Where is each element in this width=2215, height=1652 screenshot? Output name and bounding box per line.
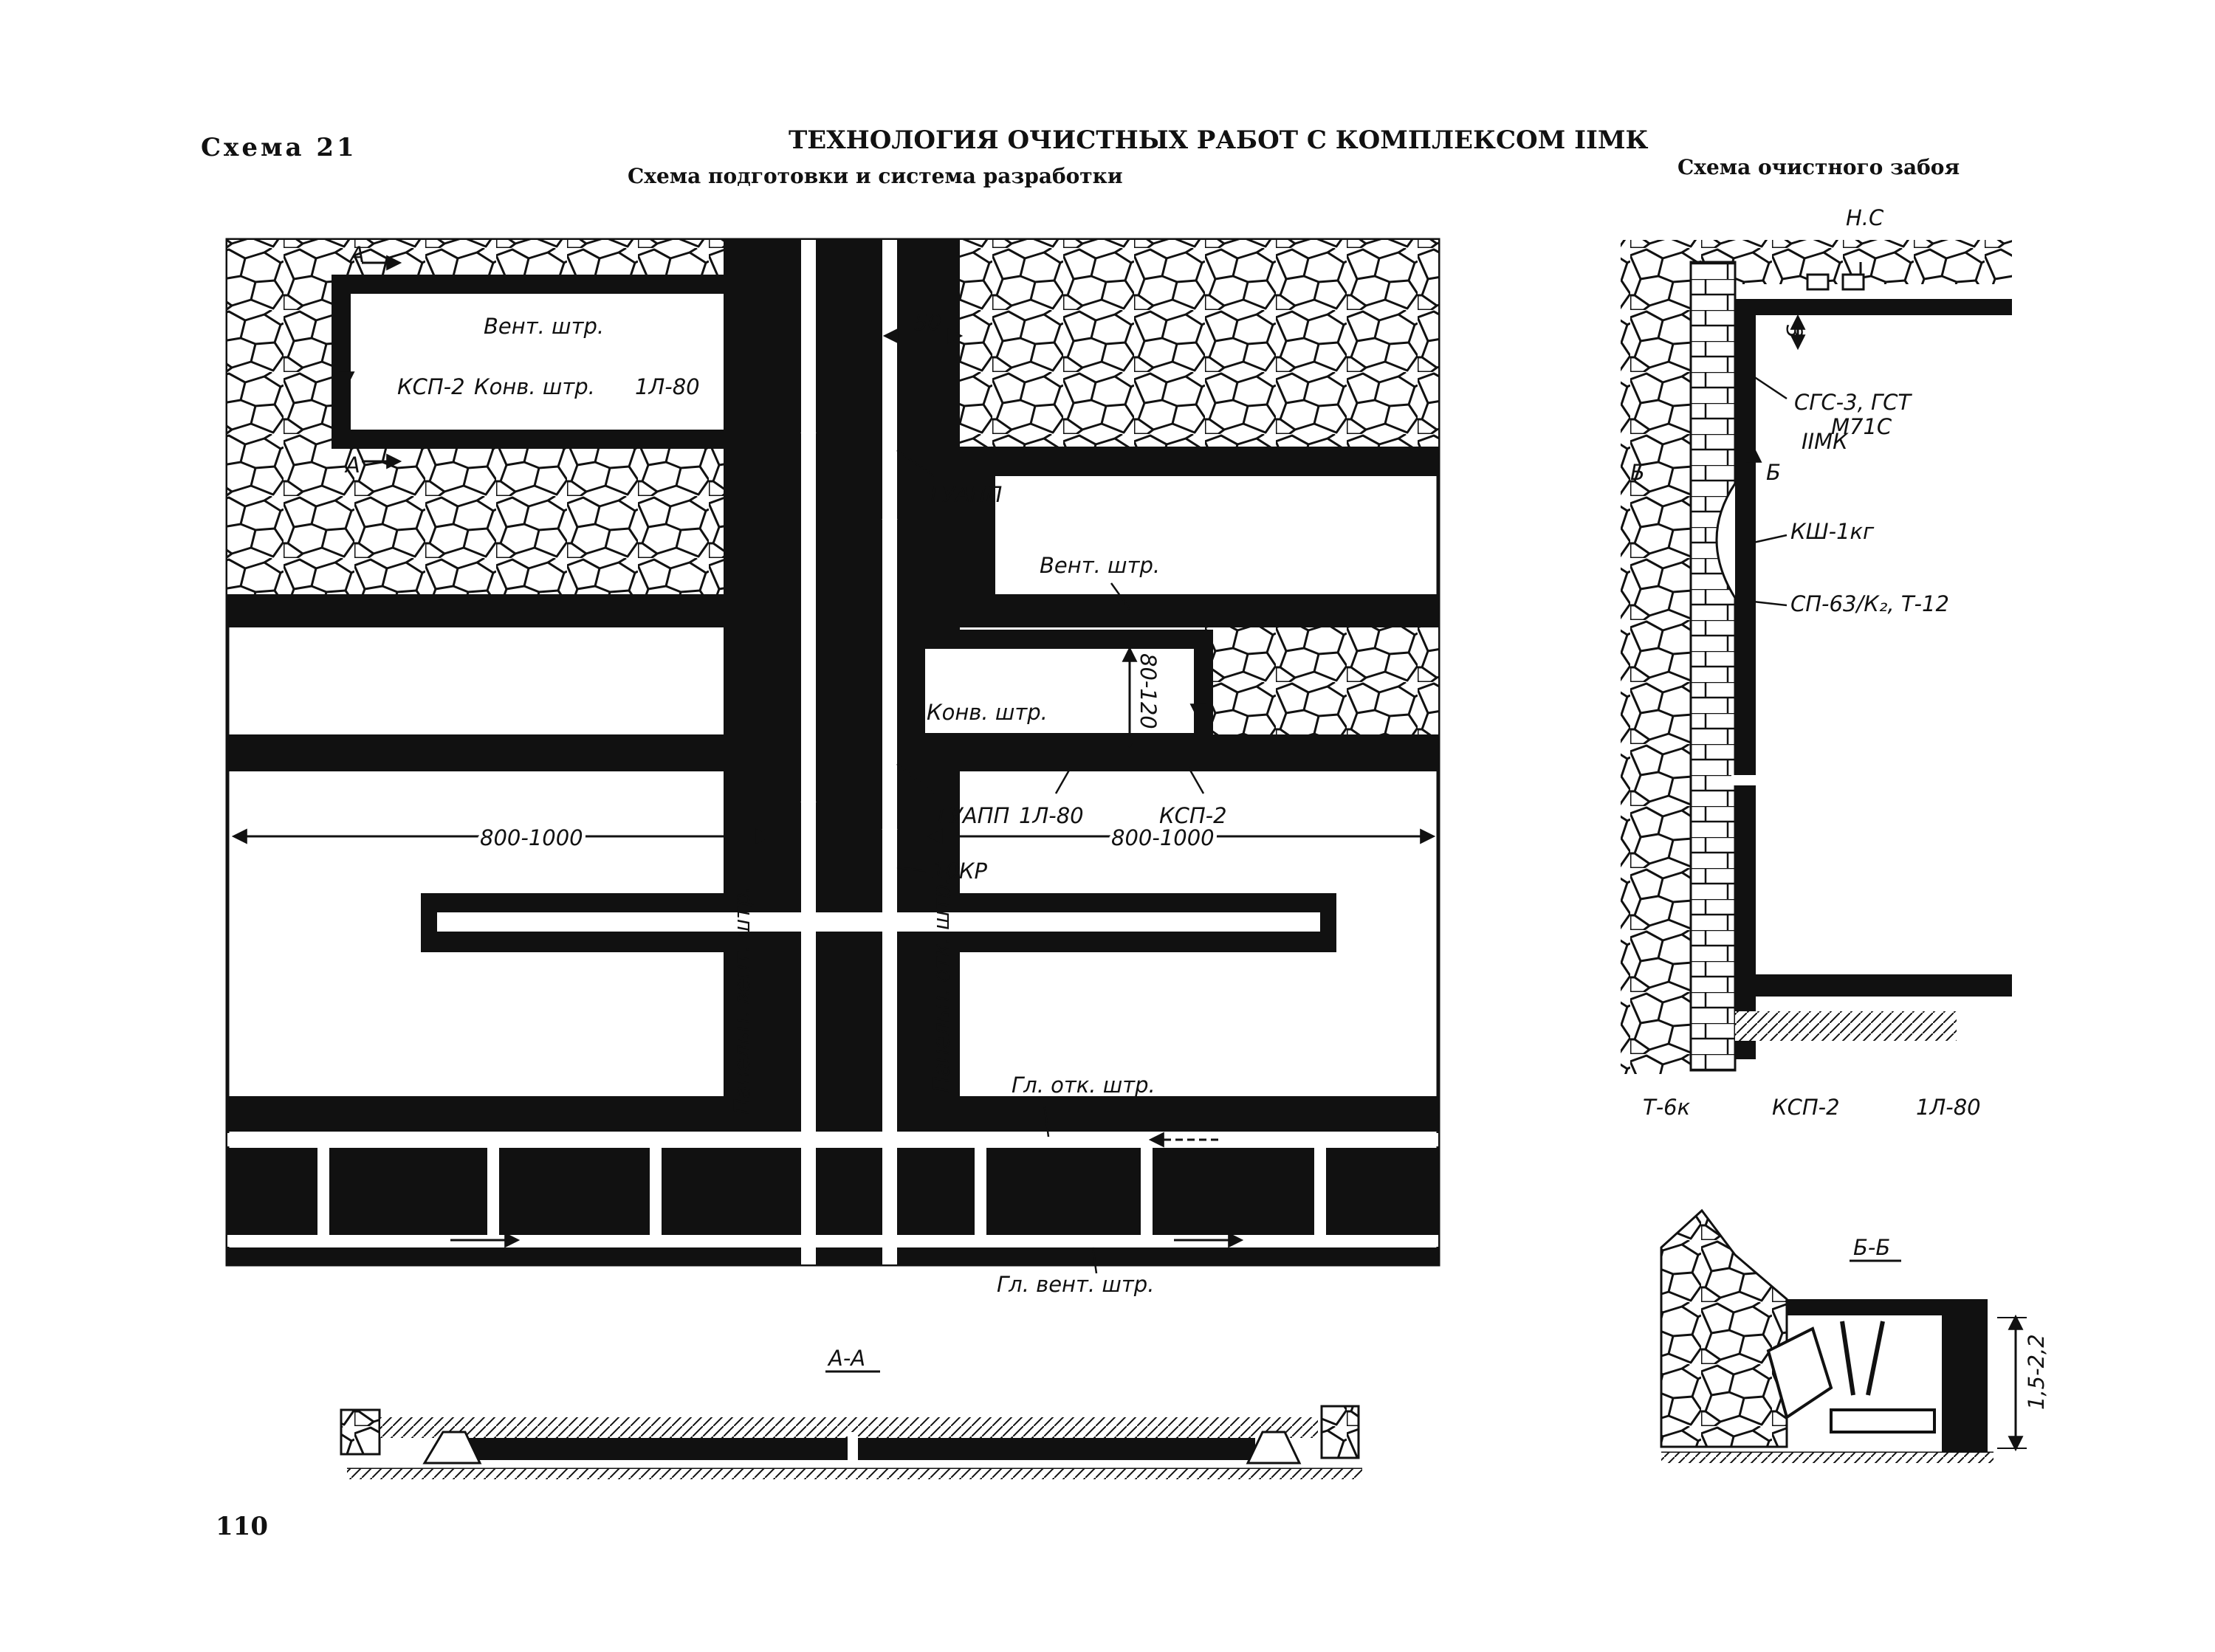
page-number: 110: [216, 1512, 268, 1541]
airflow-arrows: [339, 325, 1244, 1248]
roadway-bottom: [227, 1133, 1438, 1146]
label-m71c: М71С: [1831, 414, 1892, 439]
label-dim-80-120: 80-120: [1136, 653, 1161, 729]
face-top-drift: [1735, 299, 2012, 315]
label-dim-right: 800-1000: [1111, 825, 1215, 850]
cross-drift-inner: [437, 912, 1320, 932]
roadway-left: [801, 240, 816, 1264]
label-b-left: Б: [1630, 460, 1645, 485]
face-bottom-drift: [1756, 974, 2012, 997]
label-ksp2-top: КСП-2: [397, 374, 465, 399]
label-l80-top: 1Л-80: [635, 374, 700, 399]
face-line: [1735, 299, 1756, 1059]
label-sgs: СГС-3, ГСТ: [1794, 390, 1912, 415]
label-dim-50: 50: [914, 310, 941, 335]
label-ksp2-mid: КСП-2: [1159, 803, 1227, 828]
leader-lines: [896, 449, 1205, 1274]
label-ksh: КШ-1кг: [1790, 519, 1875, 544]
label-gl-otk: Гл. отк. штр.: [1012, 1073, 1155, 1098]
main-vent-drift: [227, 1247, 1438, 1264]
subtitle-preparation: Схема подготовки и система разработки: [628, 164, 1123, 188]
face-rock-left: [1621, 240, 1691, 1074]
label-ns: Н.С: [1846, 205, 1884, 230]
main-title: ТЕХНОЛОГИЯ ОЧИСТНЫХ РАБОТ С КОМПЛЕКСОМ I…: [789, 125, 1649, 155]
subtitle-face: Схема очистного забоя: [1677, 155, 1960, 179]
section-aa: А-А: [340, 1346, 1362, 1479]
roadway-vent: [227, 1235, 1438, 1247]
section-bb-title: Б-Б: [1853, 1235, 1890, 1260]
label-face-ksp2: КСП-2: [1772, 1095, 1840, 1120]
drift-middle-full: [227, 734, 1438, 771]
label-b-right: Б: [1766, 460, 1781, 485]
dimension-lines: [231, 255, 1436, 844]
label-panel-vent: Панельн. вент. штр.: [729, 886, 755, 1115]
label-gl-vent: Гл. вент. штр.: [997, 1272, 1154, 1297]
label-face-l80: 1Л-80: [1916, 1095, 1981, 1120]
pillar-right-upper: [916, 476, 995, 598]
panel-mid-right: [906, 630, 1213, 752]
label-guapp-mid: ГУАПП: [938, 803, 1009, 828]
face-brick-column: [1689, 261, 1737, 1072]
label-a-bottom: А: [344, 452, 360, 478]
label-t6k: Т-6к: [1643, 1095, 1691, 1120]
face-scheme: Н.С 3 СГС-3, ГСТ М71С IIМК Б Б КШ-1кг СП…: [1621, 205, 2012, 1120]
main-haulage-drift: [227, 1096, 1438, 1132]
section-bb-dim: 1,5-2,2: [2024, 1334, 2049, 1410]
scheme-number: Схема 21: [201, 133, 357, 162]
label-konv-mid: Конв. штр.: [927, 700, 1048, 725]
roadway-right: [882, 240, 897, 1264]
label-pmk: IIМК: [1802, 429, 1849, 454]
goaf-top-right: [960, 240, 1438, 447]
label-sp63: СП-63/К₂, Т-12: [1790, 591, 1949, 616]
label-dim-left: 800-1000: [480, 825, 583, 850]
drift-right-upper: [960, 447, 1438, 476]
label-10kr: 10КР: [932, 858, 987, 884]
label-konv-top: Конв. штр.: [474, 374, 595, 399]
section-bb: Б-Б 1,5-2,2: [1660, 1208, 2049, 1463]
label-a-top: А: [348, 242, 365, 267]
label-dim-3: 3: [1782, 325, 1807, 338]
label-vent-top: Вент. штр.: [484, 314, 604, 339]
section-aa-title: А-А: [827, 1346, 865, 1371]
pillar-row-bottom: [227, 1148, 1438, 1235]
pillar-gaps: [317, 1148, 1326, 1235]
label-vent-mid: Вент. штр.: [1040, 553, 1160, 578]
label-panel-otk: Панельн. отк. штр.: [929, 878, 954, 1092]
plan-view: А А Вент. штр. КСП-2 Конв. штр. 1Л-80 50…: [225, 238, 1440, 1297]
label-l80-mid: 1Л-80: [1019, 803, 1084, 828]
label-guapp-top: ГУАПП: [930, 482, 1002, 507]
drift-upper-full: [227, 594, 1438, 627]
